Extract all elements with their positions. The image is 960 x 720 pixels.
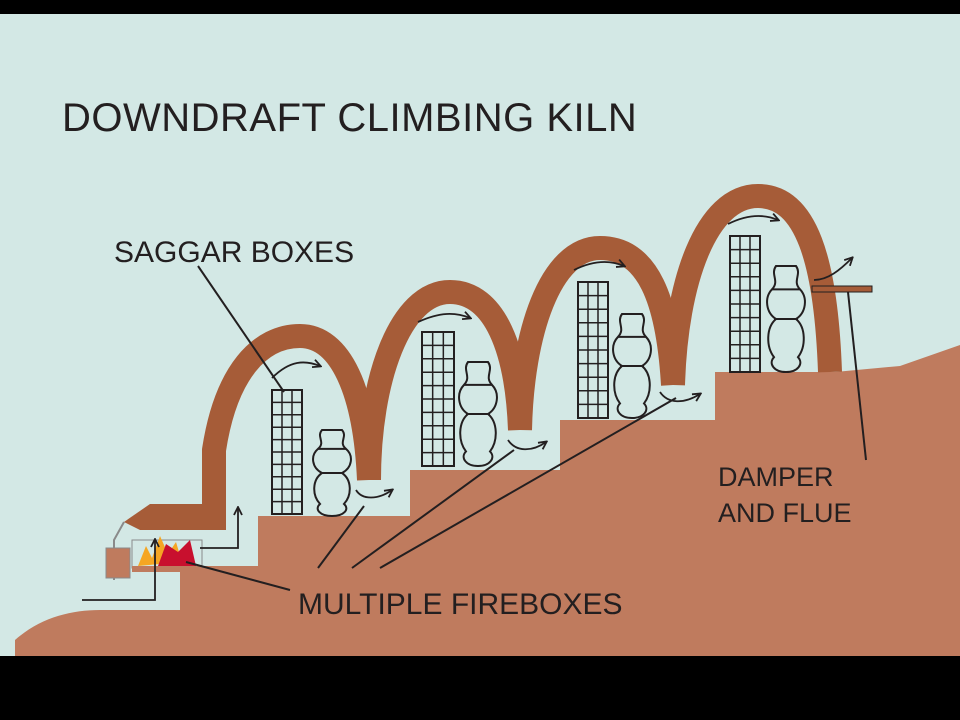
diagram-panel: DOWNDRAFT CLIMBING KILN SAGGAR BOXES MUL… — [0, 14, 960, 656]
pot-stack-3 — [612, 313, 652, 420]
firebox-door — [105, 547, 131, 579]
leader-firebox-4 — [379, 397, 677, 569]
leader-damper — [847, 291, 867, 461]
leader-saggar — [197, 265, 285, 393]
saggar-stacks — [271, 235, 761, 515]
leader-firebox-3 — [351, 449, 515, 569]
saggar-stack-1 — [271, 389, 303, 515]
diagram-title: DOWNDRAFT CLIMBING KILN — [62, 96, 638, 140]
arch-chamber-3 — [508, 235, 685, 431]
arch-chamber-1 — [202, 323, 381, 520]
kiln-illustration — [15, 183, 960, 656]
inlet-arrow — [82, 540, 155, 601]
leader-lines — [185, 265, 867, 591]
damper-plate — [811, 285, 873, 293]
hillside-ground — [15, 345, 960, 656]
flue-label: AND FLUE — [718, 498, 852, 528]
saggar-stack-3 — [577, 281, 609, 419]
arch-chamber-4 — [661, 183, 842, 386]
saggar-stack-2 — [421, 331, 455, 467]
saggar-stack-4 — [729, 235, 761, 373]
air-flow-arrows — [82, 216, 852, 601]
pot-stack-1 — [312, 429, 352, 518]
pot-stack-2 — [458, 361, 498, 468]
pot-stacks — [312, 265, 806, 518]
leader-firebox-2 — [317, 505, 365, 569]
leader-firebox-1 — [185, 561, 291, 591]
saggar-boxes-label: SAGGAR BOXES — [114, 236, 355, 269]
multiple-fireboxes-label: MULTIPLE FIREBOXES — [298, 588, 623, 621]
arch-chamber-2 — [357, 279, 532, 481]
damper-label: DAMPER — [718, 462, 834, 492]
firebox-front — [105, 504, 226, 580]
firebox-roof — [124, 504, 226, 530]
kiln-arches — [202, 183, 842, 520]
pot-stack-4 — [766, 265, 806, 374]
